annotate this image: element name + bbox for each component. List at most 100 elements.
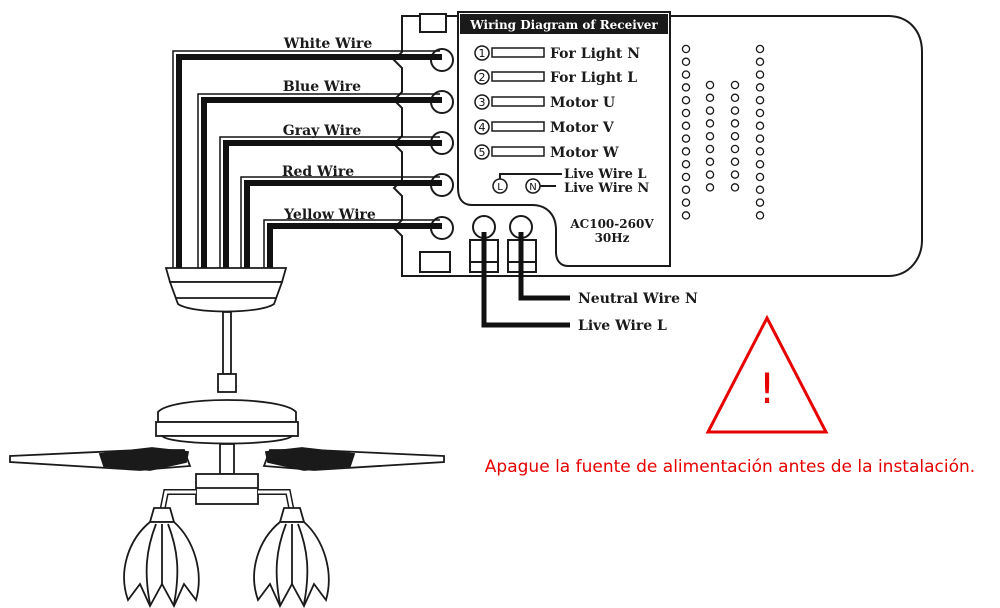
vent-hole [705, 170, 715, 179]
vent-hole [681, 95, 691, 105]
vent-hole [681, 172, 691, 182]
vent-hole [705, 144, 715, 154]
blade-arm-left [98, 447, 190, 471]
terminal-number-badge [474, 94, 490, 110]
wire-label-blue: Blue Wire [283, 79, 361, 95]
vent-hole [705, 93, 715, 103]
terminal-number: 1 [479, 47, 486, 60]
vent-hole [755, 121, 765, 131]
terminal-row-1: 1 For Light N [474, 45, 640, 62]
neutral-wire-label: Neutral Wire N [578, 291, 698, 307]
live-terminal: L Live Wire L [492, 167, 647, 194]
warning-exclamation: ! [759, 364, 776, 413]
vent-hole [730, 170, 740, 179]
vent-hole [681, 70, 691, 79]
live-terminal-label: Live Wire L [564, 167, 647, 182]
receiver-box: Wiring Diagram of Receiver [392, 11, 923, 277]
vent-hole [681, 185, 691, 195]
light-shade-cap-right [278, 507, 306, 523]
gray-wire [223, 140, 442, 270]
receiver-tab-bottom [419, 251, 451, 273]
vent-hole [755, 108, 765, 118]
vent-hole [755, 95, 765, 105]
white-wire [176, 54, 442, 270]
live-terminal-icon [492, 178, 508, 194]
terminal-slot [491, 121, 545, 132]
neutral-terminal-icon [525, 178, 541, 194]
vent-hole [705, 183, 715, 192]
live-wire-label: Live Wire L [578, 318, 667, 334]
vent-hole [730, 106, 740, 115]
terminal-number: 5 [479, 146, 486, 159]
neutral-input-wire [518, 232, 570, 301]
vent-hole [755, 57, 765, 67]
vent-hole [681, 108, 691, 118]
warning-sign: ! [705, 314, 829, 434]
blue-wire [201, 97, 442, 270]
light-shade-cap-left [148, 507, 176, 523]
vent-hole [730, 157, 740, 167]
vent-hole [755, 83, 765, 92]
terminal-label: Motor V [550, 120, 615, 136]
vent-holes [681, 44, 765, 220]
vent-hole [681, 44, 691, 54]
canopy [168, 281, 284, 313]
vent-hole [705, 131, 715, 141]
light-kit-stem [219, 443, 235, 475]
red-wire [244, 180, 442, 270]
vent-hole [681, 147, 691, 156]
vent-hole [730, 119, 740, 128]
fan-wire-outlines [172, 50, 440, 270]
vent-hole [755, 70, 765, 79]
terminal-row-2: 2 For Light L [474, 69, 637, 86]
vent-hole [681, 83, 691, 92]
receiver-tab-top [419, 13, 447, 33]
vent-hole [681, 198, 691, 207]
vent-hole [705, 106, 715, 115]
vent-hole [755, 147, 765, 156]
vent-hole [705, 119, 715, 128]
vent-hole [755, 159, 765, 169]
input-wires [481, 232, 570, 328]
vent-hole [681, 121, 691, 131]
terminal-number-badge [474, 69, 490, 85]
terminal-slot [491, 96, 545, 107]
vent-hole [755, 185, 765, 195]
vent-hole [681, 159, 691, 169]
vent-hole [730, 93, 740, 103]
terminal-slot [491, 47, 545, 58]
neutral-terminal-symbol: N [529, 182, 536, 193]
terminal-label: Motor U [550, 95, 615, 111]
wire-label-gray: Gray Wire [283, 123, 362, 139]
blade-arm-right [264, 447, 356, 471]
fan-wires [176, 54, 442, 270]
terminal-number-badge [474, 144, 490, 160]
wire-label-red: Red Wire [282, 164, 354, 180]
terminal-row-3: 3 Motor U [474, 94, 615, 111]
vent-hole [755, 134, 765, 143]
wire-label-yellow: Yellow Wire [283, 207, 376, 223]
vent-hole [681, 134, 691, 143]
yellow-wire [267, 223, 442, 270]
vent-hole [681, 57, 691, 67]
terminal-number: 3 [479, 96, 486, 109]
vent-hole [705, 157, 715, 167]
light-kit-body [195, 473, 259, 505]
receiver-title: Wiring Diagram of Receiver [469, 18, 658, 32]
live-terminal-symbol: L [497, 182, 503, 193]
warning-text: Apague la fuente de alimentación antes d… [485, 457, 975, 477]
motor-housing [155, 421, 299, 437]
ceiling-fan [9, 267, 445, 608]
terminal-row-4: 4 Motor V [474, 119, 615, 136]
rating-frequency: 30Hz [595, 231, 630, 245]
downrod [222, 311, 232, 375]
terminal-number: 2 [479, 71, 486, 84]
vent-hole [755, 44, 765, 54]
vent-hole [755, 211, 765, 220]
rating-voltage: AC100-260V [569, 217, 654, 231]
terminal-number-badge [474, 119, 490, 135]
motor-housing-top [157, 399, 297, 423]
terminal-number: 4 [479, 121, 486, 134]
terminal-label: For Light N [550, 46, 640, 62]
